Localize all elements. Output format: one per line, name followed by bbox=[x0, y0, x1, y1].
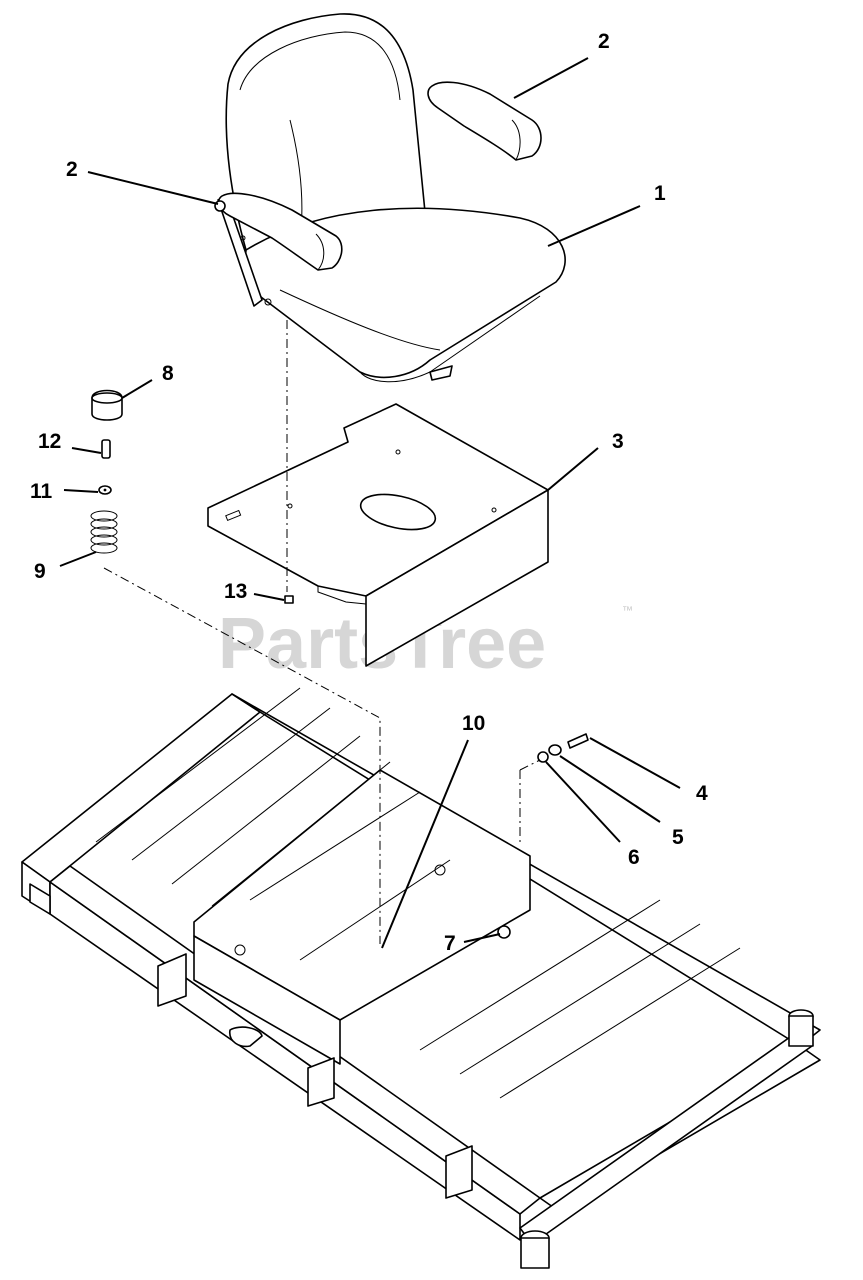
spring-part[interactable] bbox=[90, 510, 118, 554]
callout-2-left: 2 bbox=[66, 158, 78, 181]
leader-lines bbox=[59, 57, 681, 949]
bumper-part[interactable] bbox=[91, 389, 123, 421]
callout-10: 10 bbox=[462, 712, 485, 735]
washer-part-5[interactable] bbox=[548, 744, 562, 756]
callout-7: 7 bbox=[444, 932, 456, 955]
callout-4: 4 bbox=[696, 782, 708, 805]
callout-3: 3 bbox=[612, 430, 624, 453]
callout-5: 5 bbox=[672, 826, 684, 849]
callout-1: 1 bbox=[654, 182, 666, 205]
washer-part[interactable] bbox=[98, 485, 112, 495]
seat-pan-part[interactable] bbox=[207, 403, 549, 667]
nut-part-6[interactable] bbox=[537, 751, 549, 763]
armrest-right[interactable] bbox=[427, 81, 542, 161]
callout-9: 9 bbox=[34, 560, 46, 583]
callout-11: 11 bbox=[30, 480, 53, 503]
callout-13: 13 bbox=[224, 580, 247, 603]
callout-2-right: 2 bbox=[598, 30, 610, 53]
bolt-part[interactable] bbox=[567, 733, 589, 749]
assembly-lines bbox=[103, 320, 541, 944]
callout-6: 6 bbox=[628, 846, 640, 869]
nut-part[interactable] bbox=[284, 595, 294, 604]
nut-part-7[interactable] bbox=[497, 925, 511, 939]
watermark-trademark: ™ bbox=[622, 605, 633, 617]
frame-weldment bbox=[21, 687, 821, 1269]
seat-part[interactable] bbox=[217, 13, 566, 383]
pin-part[interactable] bbox=[101, 439, 111, 459]
callout-12: 12 bbox=[38, 430, 61, 453]
callout-8: 8 bbox=[162, 362, 174, 385]
armrest-left[interactable] bbox=[214, 192, 343, 271]
